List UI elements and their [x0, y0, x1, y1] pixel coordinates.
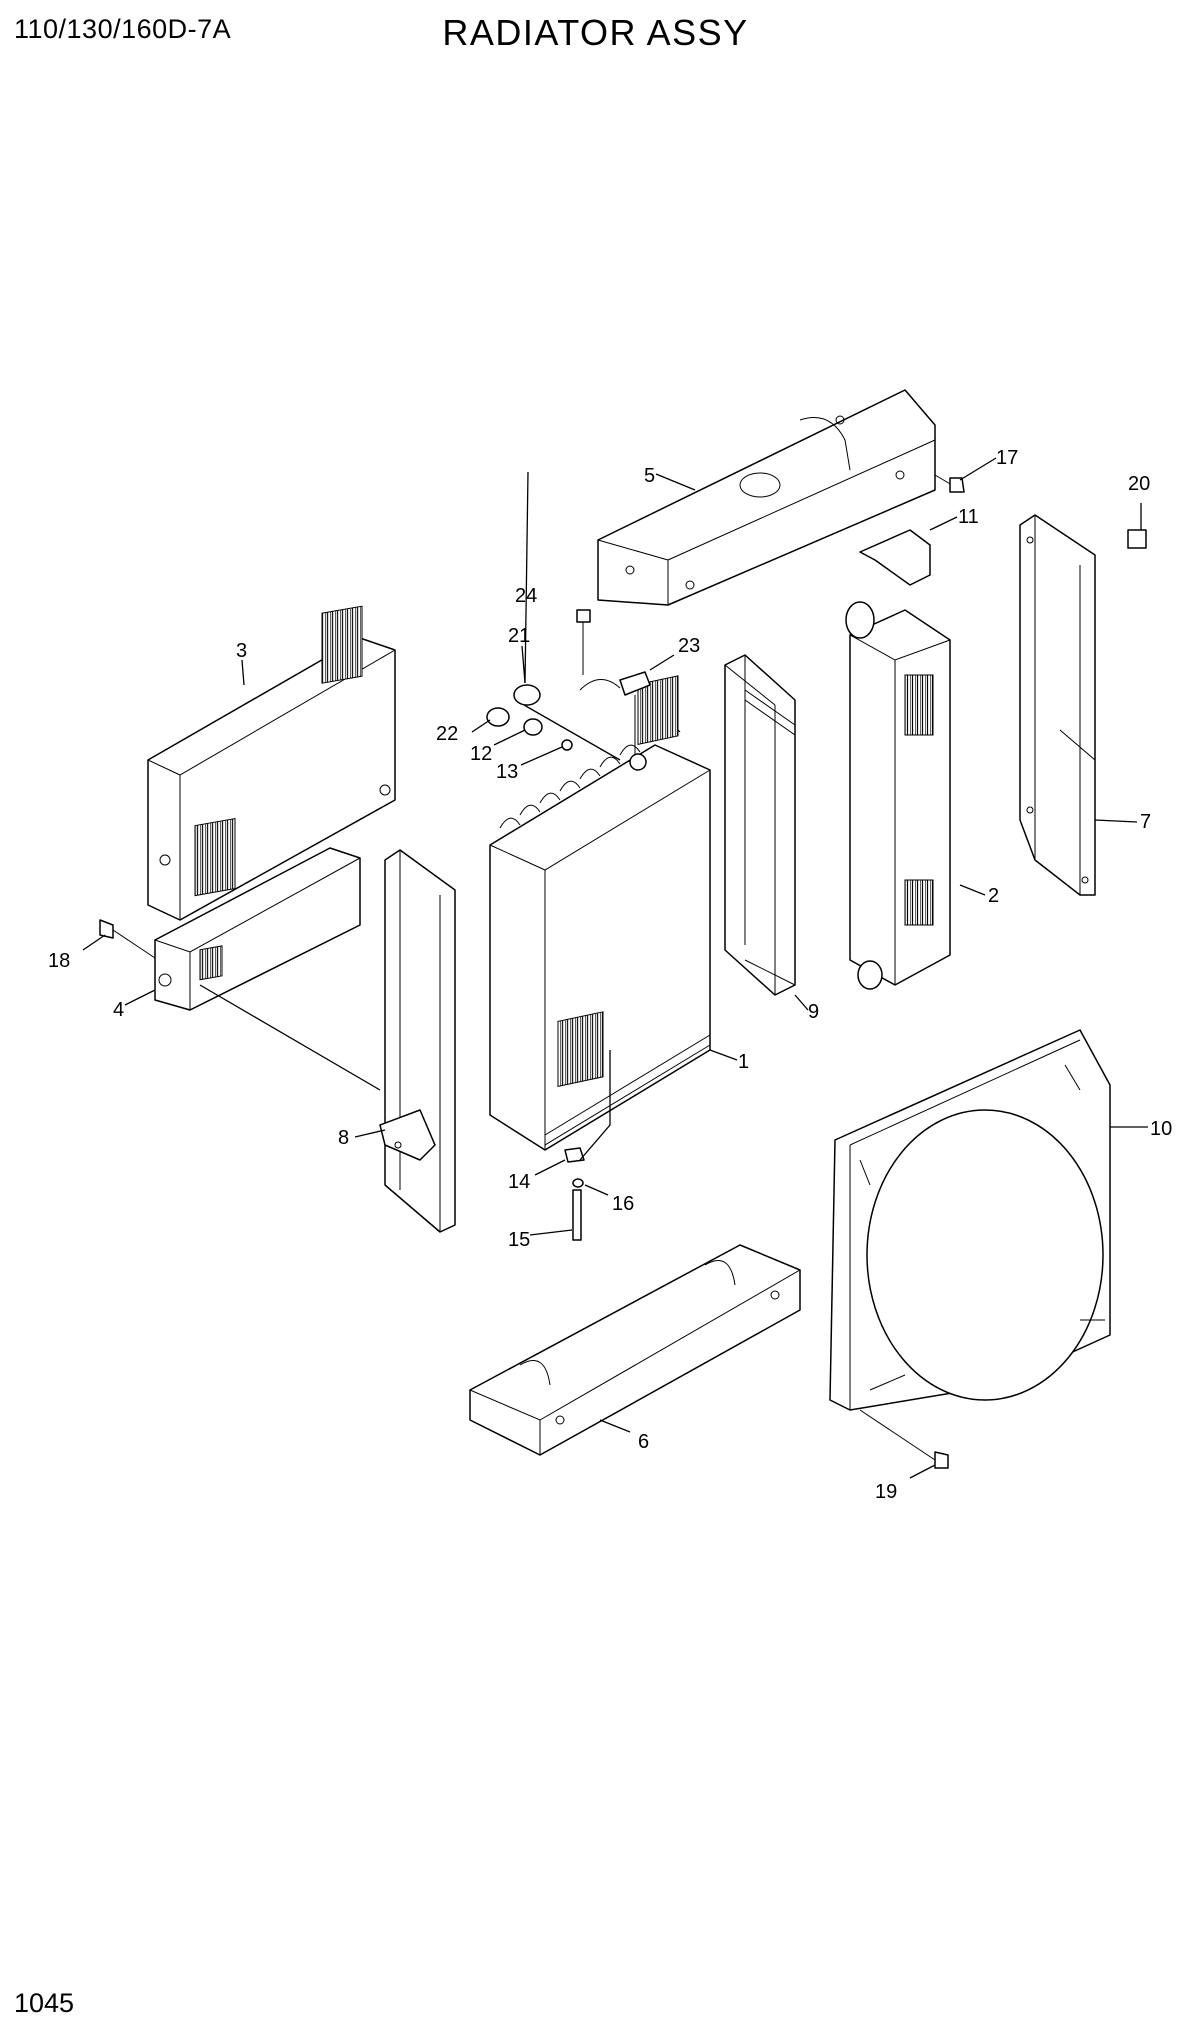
callout-17: 17	[996, 447, 1018, 469]
part-17-bolt	[934, 474, 965, 493]
part-20-plate	[1127, 529, 1147, 549]
part-19-bolt	[859, 1409, 949, 1469]
part-8-left-bracket	[379, 849, 456, 1233]
part-4-fuel-cooler	[154, 847, 361, 1011]
part-3-oil-cooler	[147, 605, 396, 921]
callout-3: 3	[236, 640, 247, 662]
page-title: RADIATOR ASSY	[442, 12, 749, 53]
callout-19: 19	[875, 1481, 897, 1503]
callout-12: 12	[470, 743, 492, 765]
callout-labels: 5 17 11 20 24 21 23 3 22 12 13 7 2 18 4 …	[48, 447, 1172, 1503]
callout-2: 2	[988, 885, 999, 907]
part-14-drain-cock	[564, 1147, 585, 1163]
callout-7: 7	[1140, 811, 1151, 833]
callout-10: 10	[1150, 1118, 1172, 1140]
model-code: 110/130/160D-7A	[14, 14, 232, 44]
part-10-fan-shroud	[829, 1029, 1111, 1411]
callout-20: 20	[1128, 473, 1150, 495]
part-7-right-bracket	[1019, 514, 1096, 896]
part-24-bolt	[576, 609, 591, 675]
callout-14: 14	[508, 1171, 530, 1193]
callout-22: 22	[436, 723, 458, 745]
callout-6: 6	[638, 1431, 649, 1453]
callout-9: 9	[808, 1001, 819, 1023]
part-12-hose	[523, 718, 543, 736]
callout-21: 21	[508, 625, 530, 647]
part-13-clamp	[561, 739, 573, 751]
part-9-frame	[724, 654, 796, 996]
callout-11: 11	[958, 506, 979, 528]
callout-18: 18	[48, 950, 70, 972]
callout-5: 5	[644, 465, 655, 487]
part-6-lower-bracket	[469, 1244, 801, 1456]
part-11-small-bracket	[859, 529, 931, 586]
part-18-bolt	[99, 919, 156, 959]
callout-23: 23	[678, 635, 700, 657]
part-22-hose	[486, 707, 510, 727]
part-16-washer	[572, 1178, 584, 1188]
callout-4: 4	[113, 999, 124, 1021]
part-5-upper-bracket	[597, 389, 936, 606]
leader-lines	[82, 457, 1148, 1479]
callout-16: 16	[612, 1193, 634, 1215]
part-15-pipe	[572, 1189, 582, 1241]
part-21-hose	[513, 684, 541, 706]
callout-1: 1	[738, 1051, 749, 1073]
callout-15: 15	[508, 1229, 530, 1251]
part-2-intercooler	[845, 601, 951, 990]
part-23-cap	[579, 671, 651, 755]
page-number: 1045	[14, 1988, 75, 2018]
callout-13: 13	[496, 761, 518, 783]
callout-8: 8	[338, 1127, 349, 1149]
callout-24: 24	[515, 585, 537, 607]
part-1-radiator	[489, 675, 711, 1151]
